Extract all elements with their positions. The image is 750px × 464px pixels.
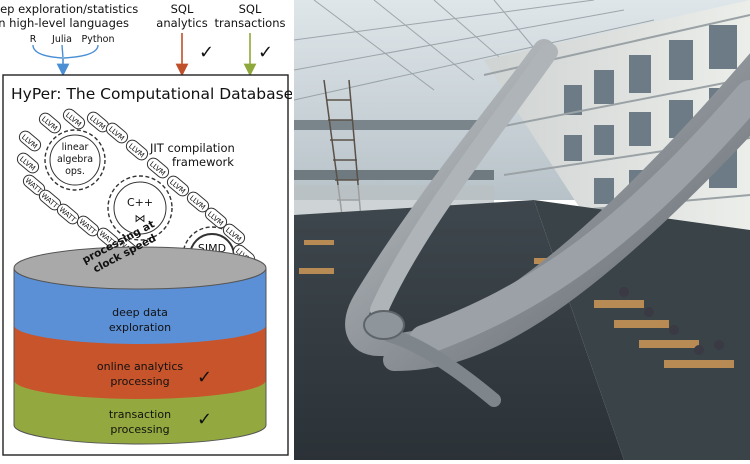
hyper-title: HyPer: The Computational Database bbox=[11, 85, 292, 103]
gear-linear-text3: ops. bbox=[65, 166, 85, 177]
gear-linear-text1: linear bbox=[62, 142, 89, 153]
layer-red bbox=[14, 325, 266, 399]
layer-oltp-line2: processing bbox=[110, 423, 169, 436]
lang-julia-label: Julia bbox=[51, 34, 72, 45]
languages-merge-lines bbox=[32, 44, 99, 59]
database-cylinder bbox=[13, 246, 267, 445]
layer-exploration-line2: exploration bbox=[109, 321, 171, 334]
layer-exploration-line1: deep data bbox=[112, 306, 168, 319]
layer-oltp-line1: transaction bbox=[109, 408, 171, 421]
lang-python-label: Python bbox=[82, 34, 115, 45]
slide-tube-left bbox=[370, 43, 558, 319]
layer-olap-line2: processing bbox=[110, 375, 169, 388]
jit-label-line1: JIT compilation bbox=[149, 141, 235, 155]
left-tables bbox=[299, 240, 334, 274]
sql-analytics-line2: analytics bbox=[156, 16, 207, 30]
layer-olap-check: ✓ bbox=[197, 367, 212, 388]
chain-link: LLVM bbox=[86, 111, 110, 133]
layer-blue bbox=[14, 268, 266, 344]
layer-top bbox=[13, 246, 267, 290]
sql-transactions-line2: transactions bbox=[215, 16, 286, 30]
slide-tube-right bbox=[409, 80, 750, 355]
bridge-upper bbox=[294, 120, 494, 130]
gear-cpp-join-symbol: ⋈ bbox=[135, 212, 146, 225]
layer-olap-line1: online analytics bbox=[97, 360, 183, 373]
gear-cpp: C++ ⋈ bbox=[107, 175, 173, 241]
atrium-photo bbox=[294, 0, 750, 460]
hyper-diagram-svg: deep exploration/statistics in high-leve… bbox=[0, 2, 293, 456]
gear-cpp-text: C++ bbox=[127, 196, 153, 209]
languages-label-line1: deep exploration/statistics bbox=[0, 2, 138, 16]
sql-transactions-line1: SQL bbox=[239, 2, 262, 16]
hyper-diagram: deep exploration/statistics in high-leve… bbox=[0, 0, 293, 460]
gear-linear-algebra: linear algebra ops. bbox=[44, 129, 106, 191]
slide-joint bbox=[363, 310, 405, 340]
atrium-photo-svg bbox=[294, 0, 750, 460]
sql-transactions-check: ✓ bbox=[258, 42, 273, 63]
layer-oltp-check: ✓ bbox=[197, 409, 212, 430]
bridge-lower bbox=[294, 170, 494, 180]
gear-linear-text2: algebra bbox=[57, 154, 93, 165]
slide-runout bbox=[382, 328, 501, 407]
sql-analytics-check: ✓ bbox=[199, 42, 214, 63]
jit-label-line2: framework bbox=[172, 155, 234, 169]
lang-r-label: R bbox=[30, 34, 37, 45]
languages-label-line2: in high-level languages bbox=[0, 16, 129, 30]
sql-analytics-line1: SQL bbox=[171, 2, 194, 16]
roof-grid bbox=[294, 0, 655, 101]
